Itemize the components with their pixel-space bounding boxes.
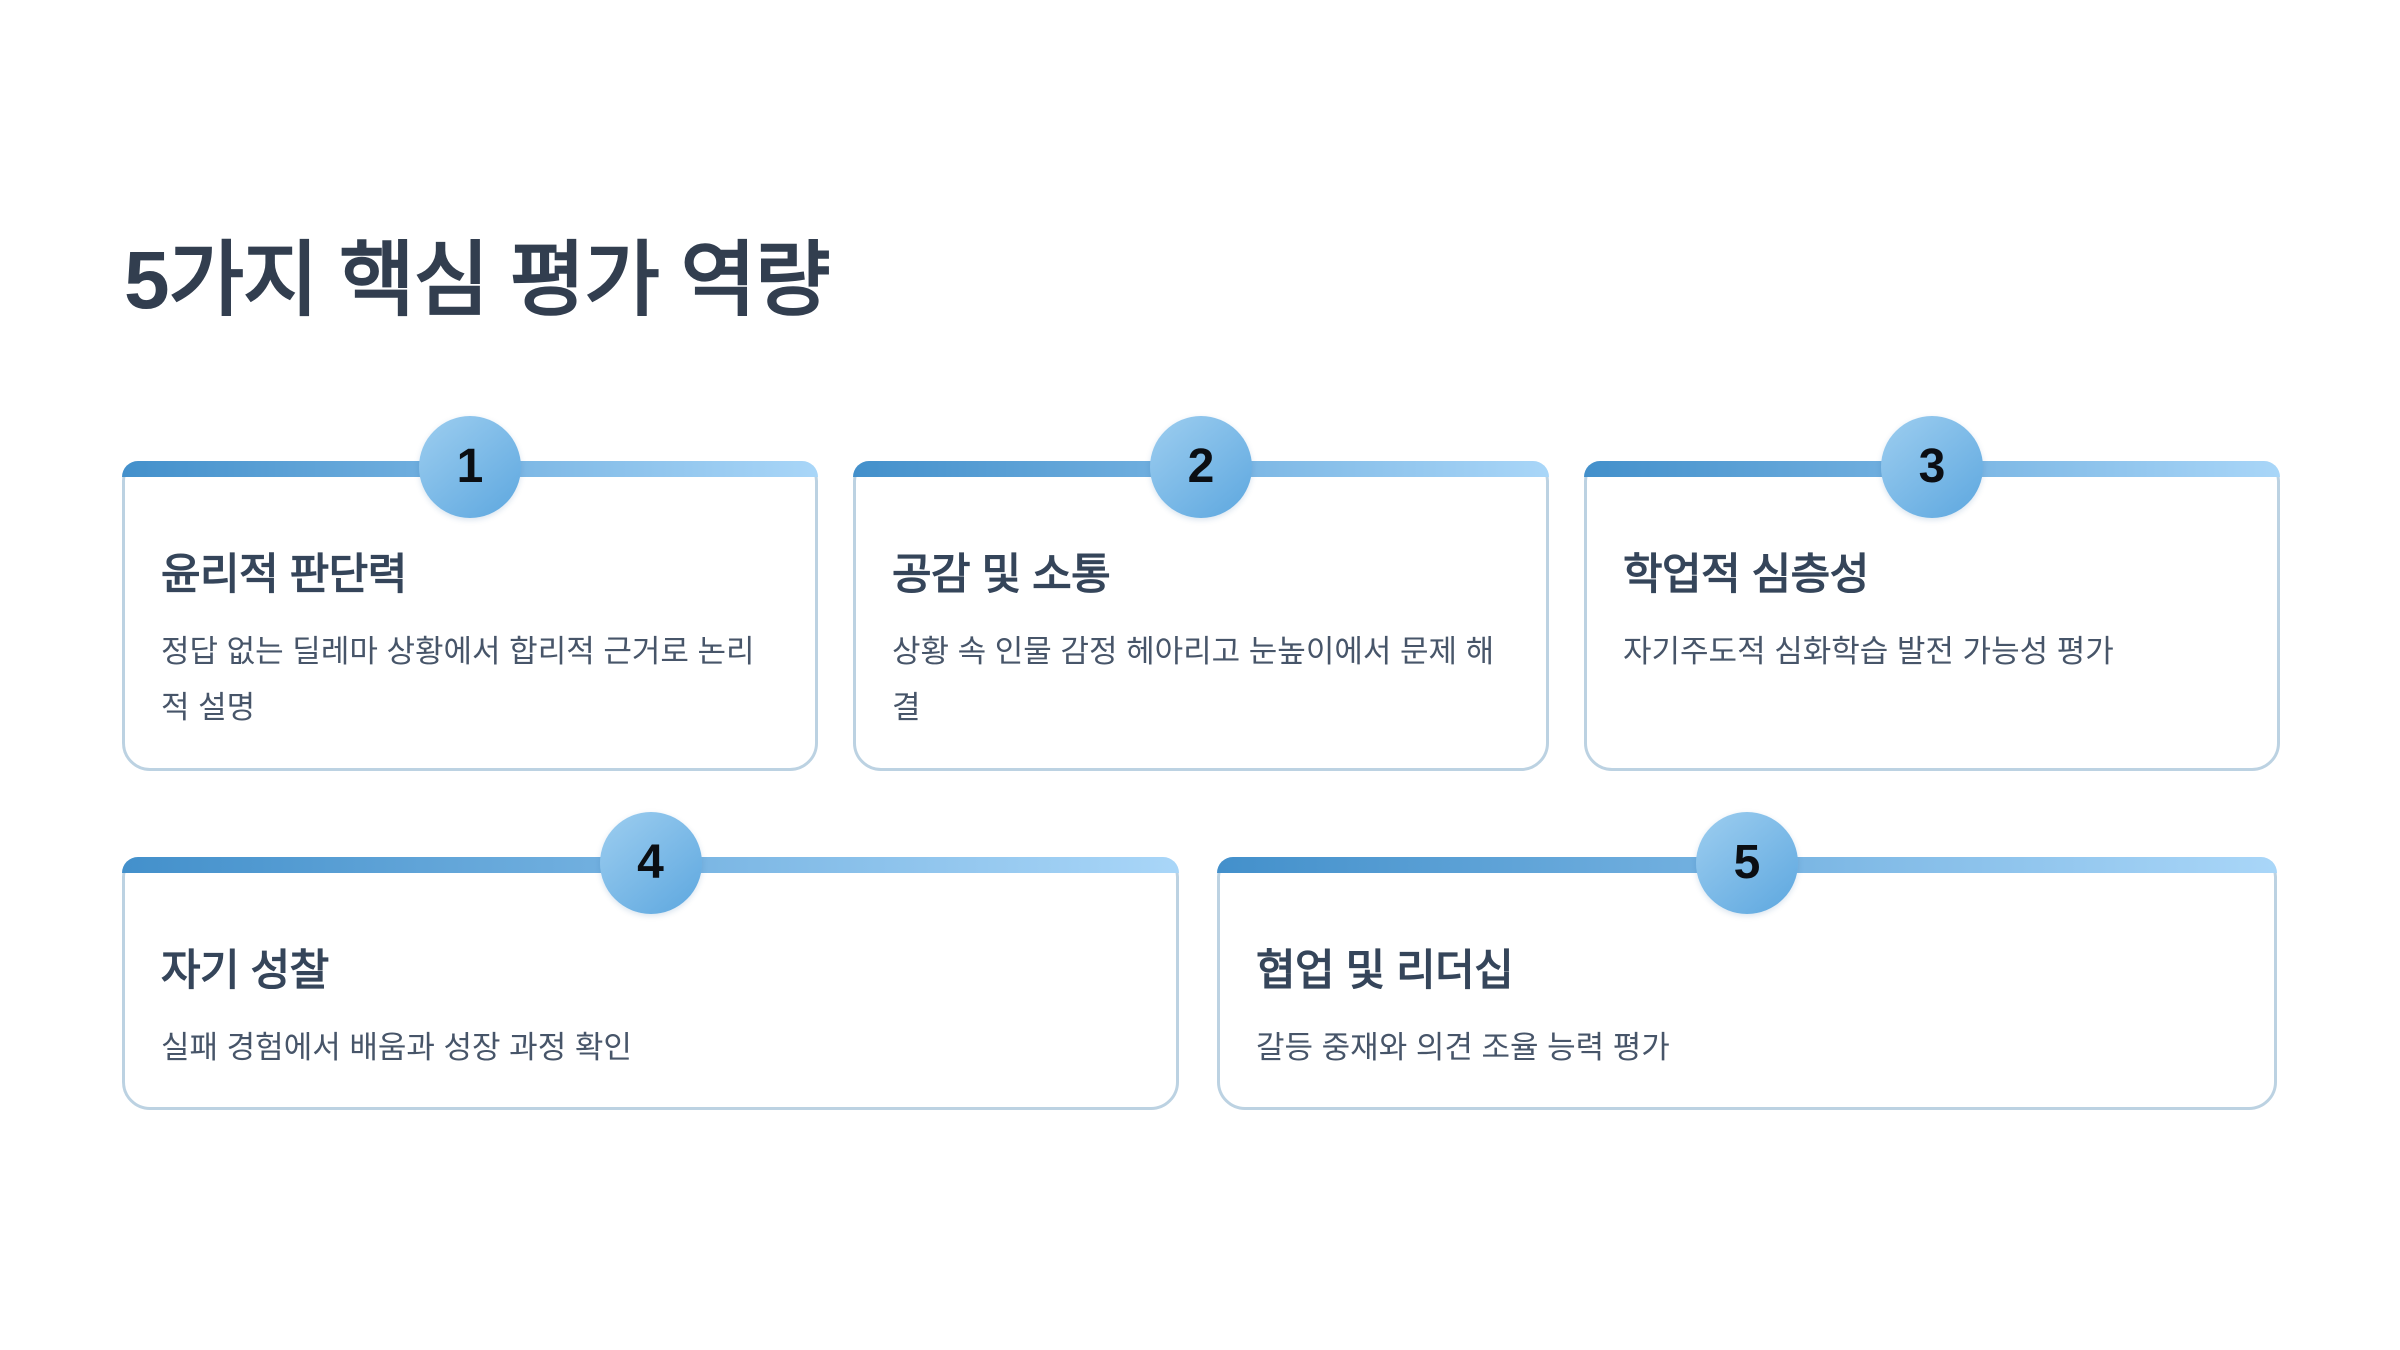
card-content: 학업적 심층성 자기주도적 심화학습 발전 가능성 평가 [1587, 464, 2277, 680]
card-description: 정답 없는 딜레마 상황에서 합리적 근거로 논리적 설명 [161, 633, 755, 725]
card-description: 갈등 중재와 의견 조율 능력 평가 [1256, 1029, 1670, 1065]
card-content: 자기 성찰 실패 경험에서 배움과 성장 과정 확인 [125, 860, 1176, 1076]
card-description: 상황 속 인물 감정 헤아리고 눈높이에서 문제 해결 [892, 633, 1495, 725]
card-content: 윤리적 판단력 정답 없는 딜레마 상황에서 합리적 근거로 논리적 설명 [125, 464, 815, 736]
card-title: 윤리적 판단력 [161, 551, 407, 599]
competency-card: 3 학업적 심층성 자기주도적 심화학습 발전 가능성 평가 [1584, 416, 2280, 771]
card-title: 자기 성찰 [161, 947, 329, 995]
badge-number: 4 [637, 836, 664, 889]
competency-card: 5 협업 및 리더십 갈등 중재와 의견 조율 능력 평가 [1217, 812, 2277, 1110]
number-badge: 2 [1150, 416, 1252, 518]
number-badge: 5 [1696, 812, 1798, 914]
badge-number: 5 [1733, 836, 1761, 889]
card-description: 실패 경험에서 배움과 성장 과정 확인 [161, 1029, 632, 1065]
number-badge: 3 [1881, 416, 1983, 518]
badge-number: 3 [1918, 440, 1946, 493]
card-title: 공감 및 소통 [892, 551, 1111, 599]
card-title: 학업적 심층성 [1623, 551, 1869, 599]
card-title: 협업 및 리더십 [1256, 947, 1514, 995]
competency-card: 4 자기 성찰 실패 경험에서 배움과 성장 과정 확인 [122, 812, 1179, 1110]
number-badge: 1 [419, 416, 521, 518]
competency-card: 2 공감 및 소통 상황 속 인물 감정 헤아리고 눈높이에서 문제 해결 [853, 416, 1549, 771]
card-description: 자기주도적 심화학습 발전 가능성 평가 [1623, 633, 2114, 669]
badge-number: 2 [1187, 440, 1215, 493]
page-title: 5가지 핵심 평가 역량 [124, 235, 830, 326]
competency-card: 1 윤리적 판단력 정답 없는 딜레마 상황에서 합리적 근거로 논리적 설명 [122, 416, 818, 771]
badge-number: 1 [456, 440, 484, 493]
card-content: 공감 및 소통 상황 속 인물 감정 헤아리고 눈높이에서 문제 해결 [856, 464, 1546, 736]
card-content: 협업 및 리더십 갈등 중재와 의견 조율 능력 평가 [1220, 860, 2274, 1076]
number-badge: 4 [599, 812, 702, 914]
